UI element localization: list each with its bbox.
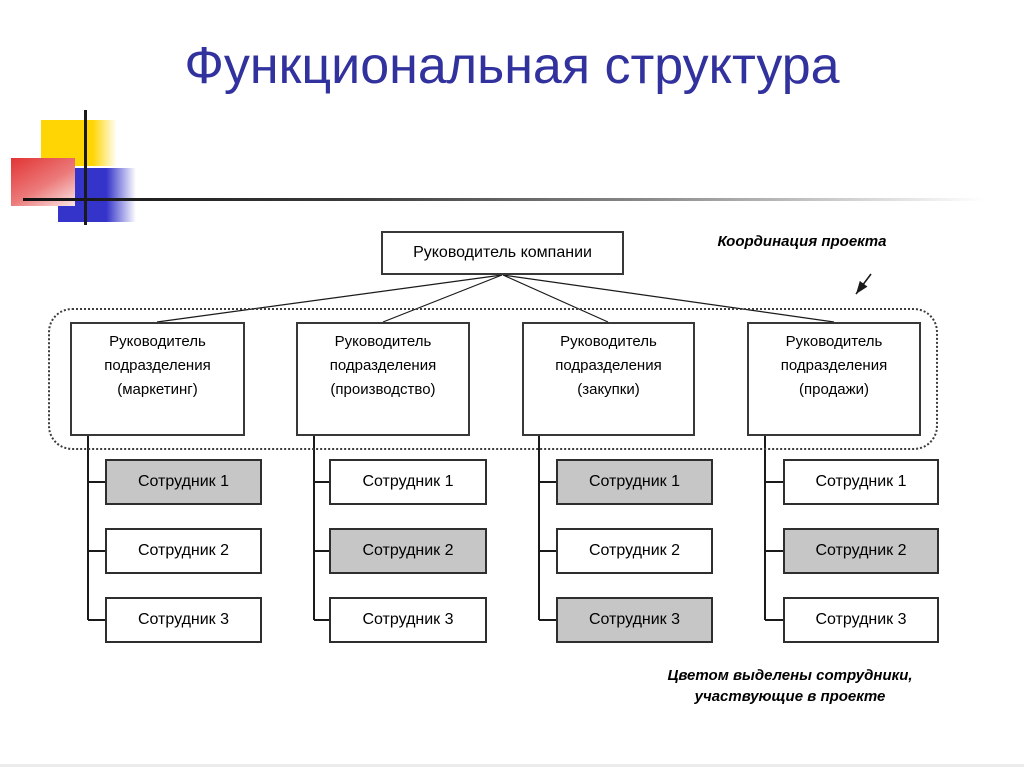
employee-box: Сотрудник 1 [556, 459, 713, 505]
employee-box: Сотрудник 3 [105, 597, 262, 643]
employee-box: Сотрудник 2 [329, 528, 487, 574]
employee-box: Сотрудник 2 [105, 528, 262, 574]
department-box-production: Руководитель подразделения (производство… [296, 322, 470, 436]
root-fan-lines [156, 274, 835, 323]
department-box-purchasing: Руководитель подразделения (закупки) [522, 322, 695, 436]
employee-box: Сотрудник 3 [329, 597, 487, 643]
slide-bottom-edge [0, 764, 1024, 767]
employee-elbow-lines [87, 436, 783, 621]
project-scope-dashed-frame [48, 308, 938, 450]
department-box-marketing: Руководитель подразделения (маркетинг) [70, 322, 245, 436]
decor-vertical-line [84, 110, 87, 225]
employee-box: Сотрудник 3 [556, 597, 713, 643]
legend-note: Цветом выделены сотрудники, участвующие … [667, 667, 913, 705]
coordination-label: Координация проекта [717, 233, 887, 250]
slide-title: Функциональная структура [184, 37, 840, 95]
org-root-box: Руководитель компании [381, 231, 624, 275]
department-box-sales: Руководитель подразделения (продажи) [747, 322, 921, 436]
decor-horizontal-rule [23, 198, 985, 201]
employee-box: Сотрудник 2 [556, 528, 713, 574]
employee-box: Сотрудник 1 [329, 459, 487, 505]
coordination-arrow-icon [855, 273, 872, 295]
employee-box: Сотрудник 3 [783, 597, 939, 643]
employee-box: Сотрудник 1 [105, 459, 262, 505]
employee-box: Сотрудник 2 [783, 528, 939, 574]
employee-box: Сотрудник 1 [783, 459, 939, 505]
